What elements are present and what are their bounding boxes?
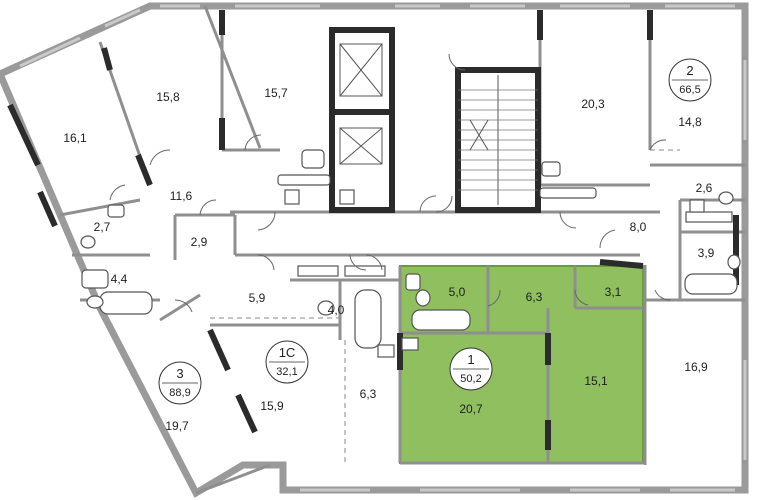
top-windows: [19, 4, 735, 68]
room-area-label: 16,9: [684, 360, 708, 374]
apartment-2-badge[interactable]: 2 66,5: [668, 58, 712, 102]
room-area-label: 4,4: [111, 272, 128, 286]
room-area-label: 3,9: [698, 246, 715, 260]
apartment-2-area: 66,5: [679, 84, 700, 96]
apartment-2-number: 2: [686, 63, 693, 78]
room-area-label: 14,8: [678, 115, 702, 129]
room-area-label: 15,1: [584, 374, 608, 388]
room-area-label: 8,0: [630, 220, 647, 234]
apartment-1c-number: 1С: [279, 345, 296, 360]
apartment-1c-area: 32,1: [276, 366, 297, 378]
room-area-label: 2,7: [94, 220, 111, 234]
load-bearing-walls: [7, 10, 739, 450]
zone-dividers: [210, 149, 680, 463]
apartment-1c-badge[interactable]: 1С 32,1: [265, 340, 309, 384]
bottom-windows: [300, 60, 747, 492]
apartment-3-badge[interactable]: 3 88,9: [158, 361, 202, 405]
doors: [109, 53, 672, 313]
room-area-label: 15,7: [264, 86, 288, 100]
room-area-label: 6,3: [360, 387, 377, 401]
room-area-label: 15,8: [156, 90, 180, 104]
room-area-label: 20,7: [459, 402, 483, 416]
room-area-label: 5,9: [249, 291, 266, 305]
room-area-label: 11,6: [170, 189, 193, 203]
apartment-1-number: 1: [467, 352, 474, 367]
room-area-label: 6,3: [526, 290, 543, 304]
room-area-label: 15,9: [260, 399, 284, 413]
apartment-3-area: 88,9: [169, 387, 190, 399]
elevator-core: [329, 27, 395, 213]
apartment-1-highlight[interactable]: [399, 265, 644, 464]
apartment-3-number: 3: [176, 366, 183, 381]
staircase: [455, 67, 541, 213]
room-labels: 16,1 15,8 15,7 20,3 14,8 11,6 2,7 2,9 4,…: [63, 86, 714, 433]
room-area-label: 5,0: [449, 285, 466, 299]
room-area-label: 20,3: [581, 97, 605, 111]
room-area-label: 4,0: [328, 303, 345, 317]
room-area-label: 3,1: [605, 285, 622, 299]
room-area-label: 19,7: [165, 419, 189, 433]
apartment-1-badge[interactable]: 1 50,2: [449, 347, 493, 391]
room-area-label: 2,6: [696, 181, 713, 195]
room-area-label: 16,1: [63, 131, 87, 145]
apartment-1-area: 50,2: [460, 373, 481, 385]
room-area-label: 2,9: [191, 235, 208, 249]
bathroom-fixtures: [80, 149, 741, 358]
